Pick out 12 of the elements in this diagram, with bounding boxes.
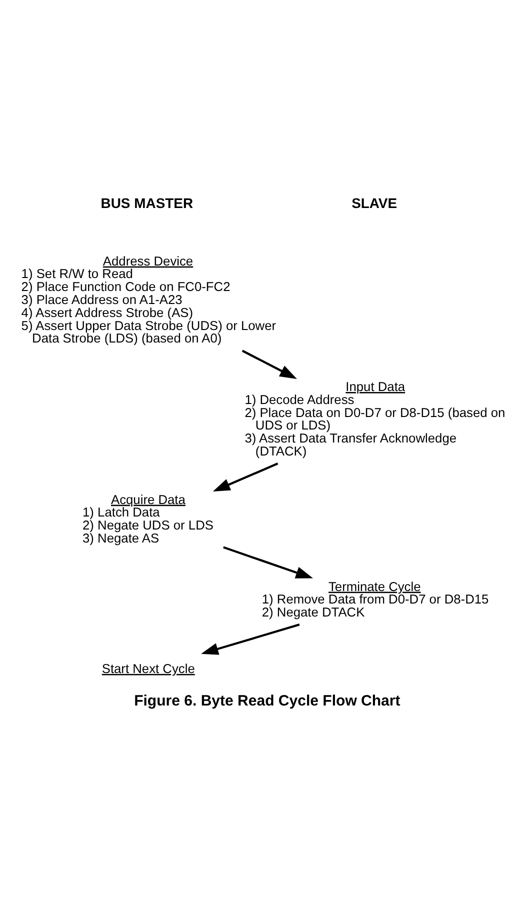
label: BUS MASTER	[100, 194, 194, 211]
node-text: Input Data 1) Decode Address 2) Place Data on D0-D7 or D8-D15 (based on UDS or LDS) 3) Assert Data Transfer Acknowledge (DTACK)	[244, 378, 506, 458]
arrow	[223, 546, 314, 578]
node-text: Start Next Cycle	[102, 660, 195, 676]
node-text: Terminate Cycle 1) Remove Data from D0-D7 or D8-D15 2) Negate DTACK	[262, 578, 489, 620]
node-text: Address Device 1) Set R/W to Read 2) Place Function Code on FC0-FC2 3) Place Address on A1-A23 4) Assert Address Strobe (AS) 5) Assert Upper Data Strobe (UDS) or Lower Data Strobe (LDS) (based on A0)	[21, 252, 276, 346]
caption: Figure 6. Byte Read Cycle Flow Chart	[134, 692, 400, 709]
node-text: Acquire Data 1) Latch Data 2) Negate UDS or LDS 3) Negate AS	[82, 491, 214, 545]
arrow	[242, 349, 297, 378]
arrow	[212, 462, 278, 491]
arrow	[201, 623, 300, 654]
label: SLAVE	[352, 194, 398, 211]
